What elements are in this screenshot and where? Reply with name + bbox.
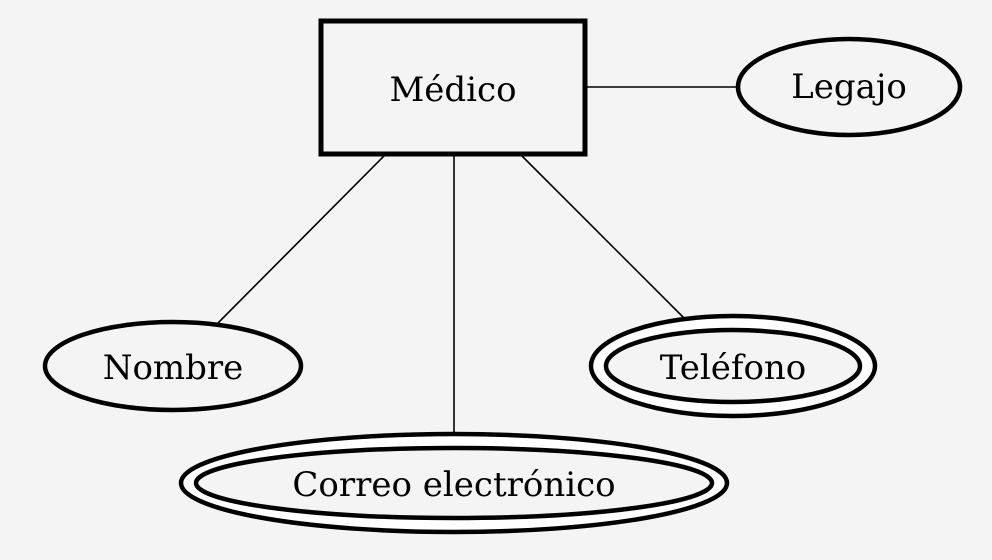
connector-nombre (216, 154, 386, 325)
entity-medico: Médico (318, 18, 588, 157)
attribute-ellipse (735, 36, 963, 138)
attribute-inner-ellipse (603, 327, 863, 405)
attribute-correo: Correo electrónico (178, 431, 730, 535)
attribute-legajo: Legajo (735, 36, 963, 138)
connector-telefono (520, 154, 689, 323)
attribute-label: Nombre (103, 348, 244, 388)
attribute-ellipse (42, 319, 304, 413)
attribute-nombre: Nombre (42, 319, 304, 413)
attribute-label: Teléfono (660, 348, 807, 388)
attribute-label: Correo electrónico (292, 465, 615, 505)
attribute-inner-ellipse (193, 445, 715, 521)
entity-box (318, 18, 588, 157)
attribute-label: Legajo (791, 67, 907, 107)
attribute-telefono: Teléfono (588, 313, 878, 419)
entity-label: Médico (389, 70, 516, 110)
